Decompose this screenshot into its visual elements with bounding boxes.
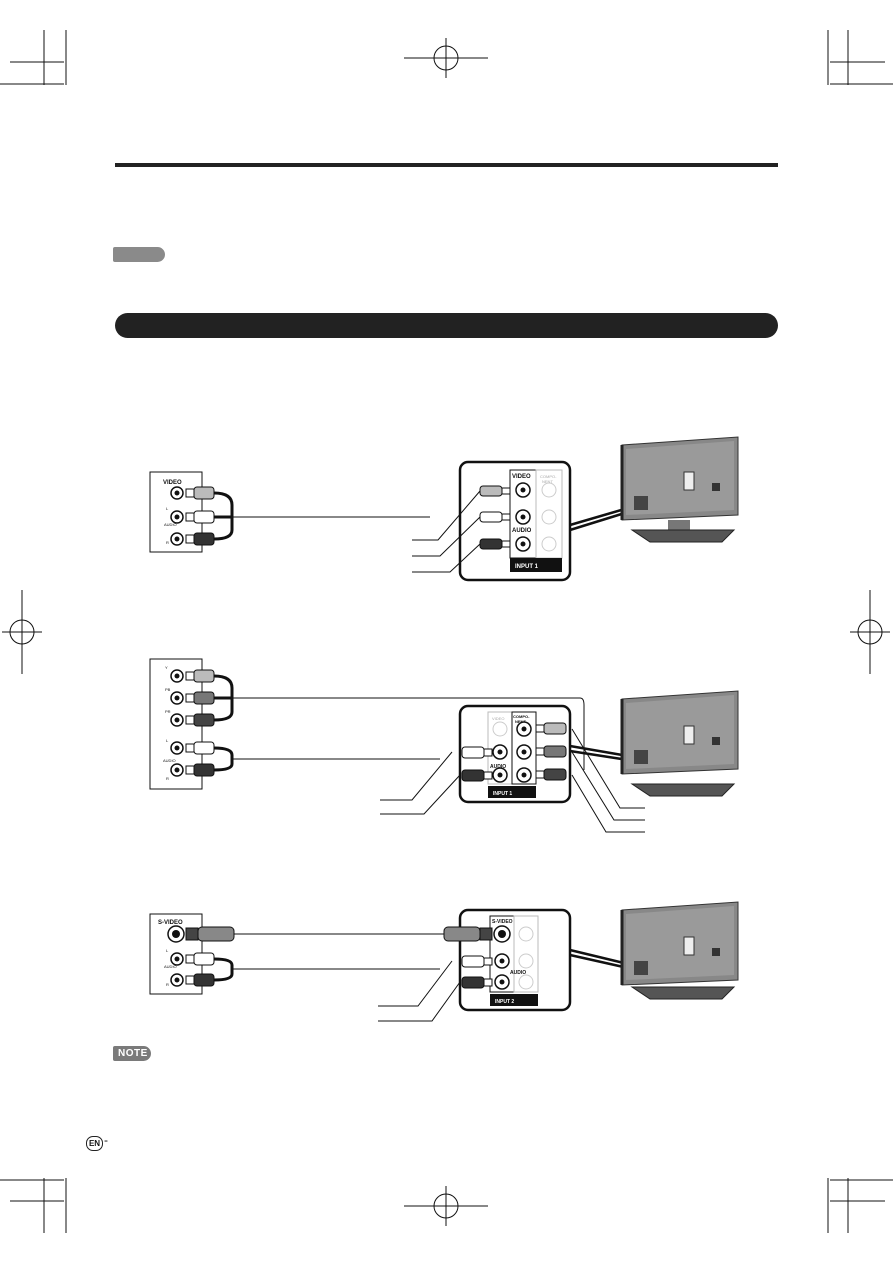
svg-text:AUDIO: AUDIO xyxy=(512,528,532,534)
svg-text:INPUT 2: INPUT 2 xyxy=(495,999,514,1005)
svg-text:AUDIO: AUDIO xyxy=(164,522,177,527)
svg-text:COMPO-: COMPO- xyxy=(513,714,530,719)
svg-text:L: L xyxy=(166,738,169,743)
svg-text:VIDEO: VIDEO xyxy=(492,716,504,721)
svg-text:AUDIO: AUDIO xyxy=(490,764,506,770)
header-rule xyxy=(115,163,778,167)
svg-text:AUDIO: AUDIO xyxy=(510,970,526,976)
svg-text:VIDEO: VIDEO xyxy=(512,474,531,480)
svg-text:VIDEO: VIDEO xyxy=(163,480,182,486)
svg-text:Y: Y xyxy=(165,665,168,670)
tv-back-1 xyxy=(620,436,739,543)
svg-text:S-VIDEO: S-VIDEO xyxy=(492,919,513,925)
diagram-3-svideo: S-VIDEO L AUDIO R S-VIDEO AUDIO INPUT 2 xyxy=(149,908,629,1022)
svg-text:PR: PR xyxy=(165,709,171,714)
note-tab-top xyxy=(113,247,165,262)
svg-text:AUDIO: AUDIO xyxy=(164,964,177,969)
section-heading-bar xyxy=(115,313,778,338)
diagram-2-component: Y PB PR L AUDIO R VIDEO COMPO- NENT xyxy=(149,658,645,833)
svg-text:COMPO-: COMPO- xyxy=(540,474,557,479)
tv-back-3 xyxy=(620,901,739,1000)
page-number-separator: - xyxy=(104,1133,108,1147)
tv-back-2 xyxy=(620,690,739,797)
svg-text:R: R xyxy=(166,982,169,987)
crop-marks xyxy=(0,30,893,1233)
svg-text:L: L xyxy=(166,506,169,511)
registration-marks xyxy=(2,38,890,1226)
svg-text:S-VIDEO: S-VIDEO xyxy=(158,920,183,926)
svg-text:R: R xyxy=(166,776,169,781)
language-badge: EN xyxy=(86,1136,103,1151)
svg-text:INPUT 1: INPUT 1 xyxy=(493,791,512,797)
note-label: NOTE xyxy=(113,1046,151,1061)
svg-text:INPUT 1: INPUT 1 xyxy=(515,564,539,570)
diagram-1-composite: VIDEO L AUDIO R VIDEO COMPO- NENT AUDIO … xyxy=(149,460,629,582)
svg-text:AUDIO: AUDIO xyxy=(163,758,176,763)
svg-text:PB: PB xyxy=(165,687,171,692)
svg-text:R: R xyxy=(166,540,169,545)
svg-text:NENT: NENT xyxy=(515,719,526,724)
svg-text:NENT: NENT xyxy=(542,479,553,484)
svg-text:L: L xyxy=(166,948,169,953)
